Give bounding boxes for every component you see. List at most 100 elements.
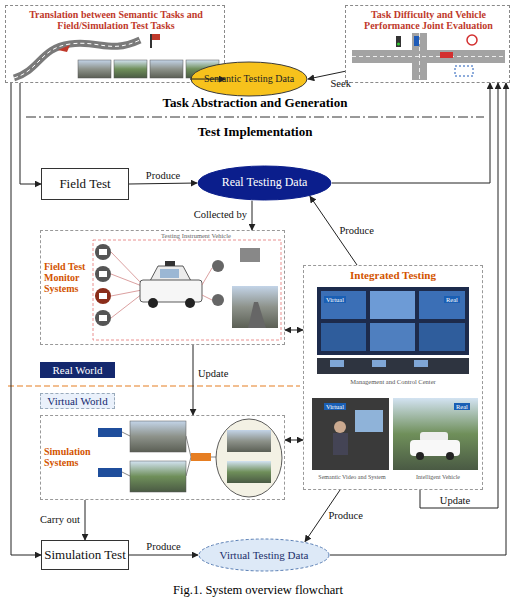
connector-arrow: [190, 79, 225, 80]
node-title: Virtual Testing Data: [198, 538, 330, 572]
connector-arrow: [129, 555, 198, 556]
scene-photo: [130, 461, 186, 492]
edge-label: Carry out: [40, 515, 80, 526]
vehicle-photo: [393, 398, 478, 470]
node-title: Real Testing Data: [197, 165, 332, 201]
node-title: Integrated Testing: [304, 269, 482, 281]
screen-tile: [321, 291, 366, 319]
route-arrow: [58, 45, 70, 52]
vehicle-wheel: [185, 298, 195, 308]
node-text: Real: [454, 403, 470, 410]
node-title: Translation between Semantic Tasks and F…: [10, 9, 222, 31]
signal-wire: [111, 290, 142, 296]
signal-lamp: [397, 43, 400, 46]
vehicle-body: [140, 280, 202, 302]
node-title: Task Difficulty and Vehicle Performance …: [350, 9, 507, 31]
desk-monitor: [330, 360, 344, 367]
scene-oval: [216, 419, 282, 497]
node-text: Intelligent Vehicle: [396, 474, 480, 481]
target-zone: [455, 66, 473, 76]
vehicle-wheel: [446, 452, 454, 460]
ellipse-shape: [191, 62, 307, 96]
vehicle-wheel: [416, 452, 424, 460]
node-title: Virtual World: [41, 394, 114, 408]
edge-label: Update: [440, 496, 470, 507]
road-photo: [232, 286, 278, 328]
connector-arrow: [11, 83, 41, 555]
connector-arrow: [129, 183, 197, 184]
integrated-testing-box: Integrated TestingVirtualRealManagement …: [303, 265, 483, 490]
screen-tile: [370, 323, 415, 351]
node-text: Management and Control Center: [304, 378, 482, 385]
car-icon: [414, 36, 419, 46]
data-chip: [98, 468, 122, 477]
flow-wire: [186, 457, 191, 476]
connector-arrow: [252, 201, 253, 230]
world-tag: Virtual World: [40, 393, 115, 409]
node-title: Real World: [41, 363, 114, 377]
screen-tile: [370, 291, 415, 319]
video-wall: [317, 287, 469, 355]
edge-label: Seek: [331, 79, 351, 90]
device-icon: [240, 248, 260, 262]
vehicle-wheel: [148, 298, 158, 308]
scene-photo: [130, 421, 186, 452]
vehicle-cab: [150, 266, 191, 281]
driver-head: [334, 421, 346, 433]
flag: [152, 34, 160, 40]
sensor-icon: [95, 310, 111, 326]
traffic-light: [396, 36, 401, 47]
sensor-glyph: [99, 249, 107, 255]
section-heading: Task Abstraction and Generation: [163, 96, 348, 109]
sensor-icon: [95, 244, 111, 260]
signal-wire: [111, 294, 142, 318]
sensor-glyph: [99, 271, 107, 277]
process-box: Simulation Test: [41, 540, 129, 570]
node-title: Field Test: [42, 169, 128, 199]
data-chip: [98, 428, 122, 437]
world-divider: [8, 385, 300, 386]
flag-pole: [150, 34, 152, 48]
ellipse-shape: [198, 166, 331, 200]
node-title: Semantic Testing Data: [190, 61, 308, 97]
road-photo: [78, 60, 111, 78]
screen-tile: [419, 323, 465, 351]
desk-monitor: [414, 360, 428, 367]
simulator-photo: [312, 398, 389, 470]
figure-caption: Fig.1. System overview flowchart: [173, 584, 343, 597]
monitor-system-box: Field Test Monitor SystemsTesting Instru…: [40, 230, 285, 345]
data-chip: [191, 453, 211, 461]
scene-photo: [227, 461, 271, 483]
connector-arrow: [308, 71, 345, 79]
data-ellipse: Real Testing Data: [197, 165, 332, 201]
connector-arrow: [20, 83, 41, 184]
data-ellipse: Semantic Testing Data: [190, 61, 308, 97]
node-title: Simulation Test: [42, 541, 128, 569]
flow-wire: [211, 457, 216, 458]
flow-wire: [186, 436, 191, 457]
world-tag: Real World: [40, 362, 115, 378]
node-text: Virtual: [324, 403, 346, 410]
node-title: Field Test Monitor Systems: [44, 261, 96, 295]
scene-photo: [227, 430, 271, 452]
data-ellipse: Virtual Testing Data: [198, 538, 330, 572]
signal-wire: [111, 252, 142, 284]
task-translation-box: Translation between Semantic Tasks and F…: [5, 5, 225, 83]
control-desk: [317, 358, 469, 374]
edge-label: Produce: [340, 225, 374, 236]
node-text: Semantic Video and System: [310, 474, 394, 481]
road-photo: [114, 60, 147, 78]
device-icon: [212, 260, 224, 272]
simulator-screen: [355, 410, 383, 432]
edge-label: Produce: [146, 542, 180, 553]
connector-arrow: [193, 345, 194, 415]
screen-tile: [321, 323, 366, 351]
car-icon: [440, 52, 453, 58]
section-separator: [26, 117, 484, 118]
vehicle-window: [160, 269, 179, 278]
desk-monitor: [372, 360, 386, 367]
node-text: Real: [444, 296, 460, 303]
instrument-frame: [93, 240, 281, 340]
